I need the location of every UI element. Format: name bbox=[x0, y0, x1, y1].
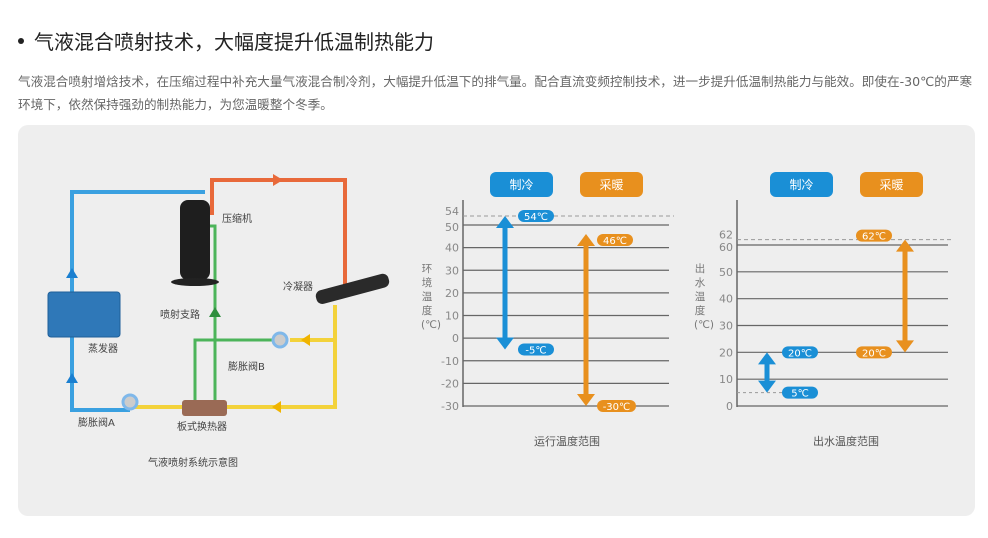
legend-label: 采暖 bbox=[879, 178, 903, 192]
y-tick-label: -30 bbox=[441, 400, 459, 413]
compressor-base-icon bbox=[171, 278, 219, 286]
diagram-caption: 气液喷射系统示意图 bbox=[148, 456, 238, 469]
chart-title: 出水温度范围 bbox=[813, 434, 879, 448]
range-value-pill bbox=[518, 343, 554, 356]
flow-arrow-icon bbox=[301, 334, 310, 346]
y-tick-label: 50 bbox=[445, 221, 459, 234]
range-value-pill bbox=[782, 346, 818, 359]
evaporator-icon bbox=[47, 291, 121, 338]
outlet-water-temp-axis-label: 出水温度(℃) bbox=[694, 263, 714, 331]
evaporator-label: 蒸发器 bbox=[88, 342, 118, 355]
range-value-label: -30℃ bbox=[603, 402, 631, 413]
plate-exchanger-icon bbox=[182, 400, 227, 416]
range-arrow-head-up bbox=[758, 352, 776, 365]
discharge-pipe bbox=[210, 178, 347, 295]
range-arrow-head-down bbox=[577, 394, 595, 406]
legend-heating-button bbox=[580, 172, 643, 197]
injection-system-diagram: 压缩机 冷凝器 喷射支路 蒸发器 膨胀阀B 膨胀阀A 板式换热器 气液喷射系统示… bbox=[47, 174, 390, 469]
y-tick-label: 54 bbox=[445, 205, 459, 218]
compressor-icon bbox=[180, 200, 210, 280]
flow-arrow-icon bbox=[209, 307, 221, 317]
y-tick-label: 10 bbox=[719, 373, 733, 386]
flow-arrow-icon bbox=[66, 268, 78, 278]
compressor-label: 压缩机 bbox=[222, 212, 252, 225]
y-tick-label: 10 bbox=[445, 310, 459, 323]
range-arrow-head-up bbox=[577, 234, 595, 247]
y-tick-label: 30 bbox=[445, 264, 459, 277]
flow-arrow-icon bbox=[273, 174, 283, 186]
y-tick-label: 0 bbox=[452, 332, 459, 345]
range-value-label: 46℃ bbox=[603, 236, 627, 247]
injection-pipe bbox=[193, 338, 280, 405]
plate-exchanger-label: 板式换热器 bbox=[177, 420, 227, 433]
chart-title: 运行温度范围 bbox=[534, 434, 600, 448]
y-tick-label: 62 bbox=[719, 229, 733, 242]
range-value-pill bbox=[782, 386, 818, 399]
y-tick-label: 30 bbox=[719, 320, 733, 333]
range-arrow-head-up bbox=[496, 215, 514, 228]
legend-cooling-button bbox=[770, 172, 833, 197]
range-value-label: 54℃ bbox=[524, 212, 548, 223]
range-value-label: 20℃ bbox=[788, 348, 812, 359]
y-tick-label: 20 bbox=[719, 346, 733, 359]
legend-cooling-button bbox=[490, 172, 553, 197]
legend-label: 制冷 bbox=[789, 178, 813, 192]
section-heading: 气液混合喷射技术，大幅度提升低温制热能力 bbox=[18, 26, 434, 55]
y-tick-label: 20 bbox=[445, 287, 459, 300]
injection-branch-label: 喷射支路 bbox=[160, 308, 200, 321]
y-tick-label: 0 bbox=[726, 400, 733, 413]
expansion-valve-b-icon bbox=[271, 331, 289, 349]
y-tick-label: 40 bbox=[445, 242, 459, 255]
legend-label: 制冷 bbox=[509, 178, 533, 192]
range-value-pill bbox=[856, 229, 892, 242]
range-arrow-head-down bbox=[496, 337, 514, 350]
range-arrow-head-down bbox=[896, 340, 914, 353]
range-value-pill bbox=[597, 400, 636, 412]
heading-text: 气液混合喷射技术，大幅度提升低温制热能力 bbox=[34, 30, 434, 54]
valve-b-label: 膨胀阀B bbox=[228, 360, 265, 373]
range-value-pill bbox=[597, 234, 633, 247]
range-arrow-head-up bbox=[896, 239, 914, 252]
condenser-label: 冷凝器 bbox=[283, 280, 313, 293]
y-tick-label: -20 bbox=[441, 377, 459, 390]
section-description: 气液混合喷射增焓技术，在压缩过程中补充大量气液混合制冷剂，大幅提升低温下的排气量… bbox=[18, 74, 973, 112]
range-value-pill bbox=[518, 209, 554, 222]
y-tick-label: 60 bbox=[719, 241, 733, 254]
legend-label: 采暖 bbox=[599, 178, 623, 192]
range-value-pill bbox=[856, 346, 892, 359]
bullet-icon bbox=[18, 37, 24, 44]
flow-arrow-icon bbox=[66, 373, 78, 383]
expansion-valve-a-icon bbox=[121, 393, 139, 411]
y-tick-label: 40 bbox=[719, 293, 733, 306]
range-value-label: 62℃ bbox=[862, 232, 886, 243]
range-value-label: 5℃ bbox=[791, 389, 809, 400]
range-value-label: -5℃ bbox=[525, 345, 546, 356]
flow-arrow-icon bbox=[272, 401, 281, 413]
valve-a-label: 膨胀阀A bbox=[78, 416, 115, 429]
ambient-temp-axis-label: 环境温度(℃) bbox=[421, 263, 441, 331]
condenser-icon bbox=[315, 273, 390, 304]
y-tick-label: 50 bbox=[719, 266, 733, 279]
range-value-label: 20℃ bbox=[862, 348, 886, 359]
y-tick-label: -10 bbox=[441, 355, 459, 368]
range-arrow-head-down bbox=[758, 380, 776, 393]
legend-heating-button bbox=[860, 172, 923, 197]
